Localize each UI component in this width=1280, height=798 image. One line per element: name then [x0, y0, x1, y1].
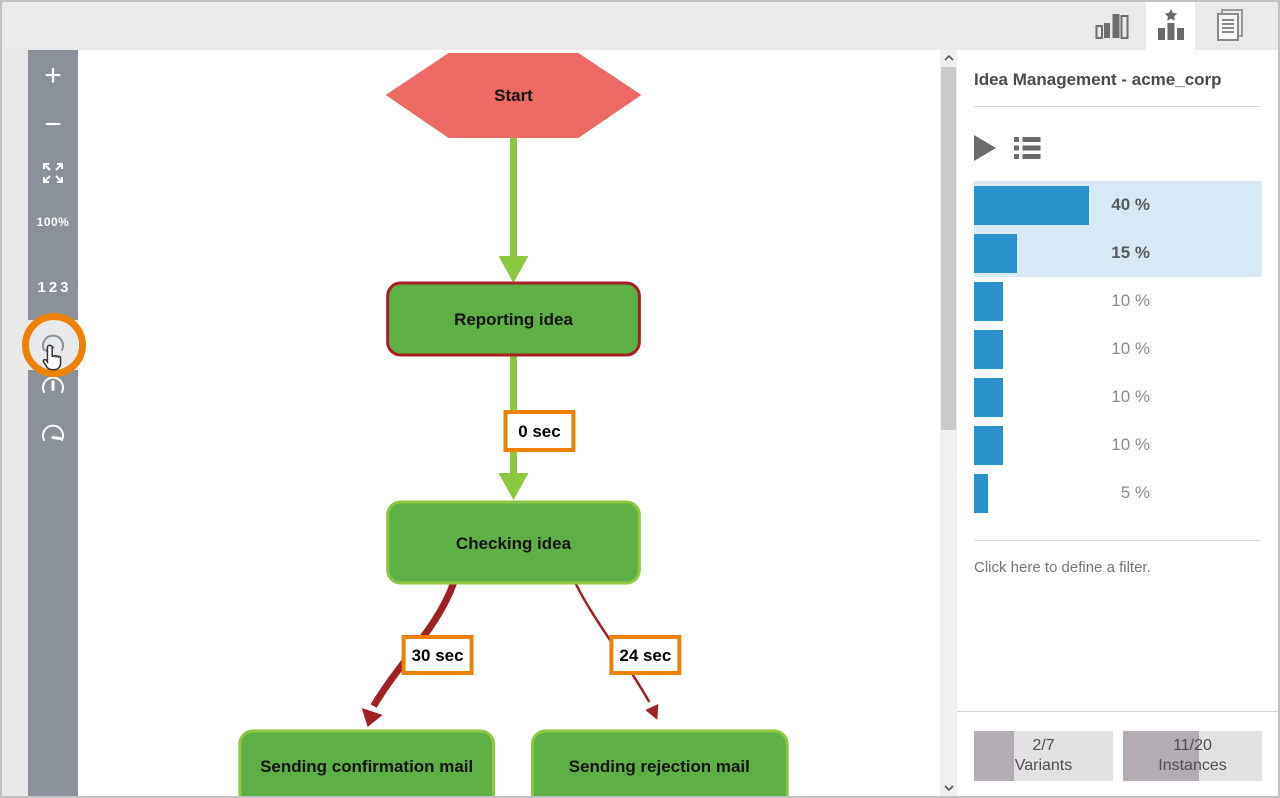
node-checking-idea[interactable]: Checking idea	[386, 500, 641, 585]
variant-row[interactable]: 10 %	[974, 421, 1262, 469]
svg-text:Start: Start	[494, 86, 533, 105]
list-icon	[1014, 136, 1041, 162]
duration-high-gauge-button[interactable]	[28, 418, 78, 452]
svg-text:Reporting idea: Reporting idea	[454, 310, 573, 329]
svg-text:Sending confirmation mail: Sending confirmation mail	[260, 757, 473, 776]
node-start[interactable]: Start	[385, 53, 642, 138]
variant-row[interactable]: 15 %	[974, 229, 1262, 277]
node-reporting-idea[interactable]: Reporting idea	[386, 281, 641, 357]
svg-text:0 sec: 0 sec	[518, 422, 560, 441]
duration-low-gauge-button[interactable]	[28, 320, 78, 370]
filter-divider	[974, 540, 1261, 541]
duration-label-24sec: 24 sec	[609, 635, 682, 675]
zoom-level: 100%	[36, 215, 70, 229]
process-canvas[interactable]: 0 sec 30 sec 24 sec Start Reportin	[78, 50, 940, 796]
title-divider	[974, 106, 1261, 107]
gauge-high-icon	[39, 424, 67, 447]
instances-stat-box[interactable]: 11/20 Instances	[1123, 731, 1262, 781]
svg-text:30 sec: 30 sec	[412, 646, 464, 665]
variant-percentage: 5 %	[1120, 483, 1150, 502]
tab-statistics[interactable]	[1087, 2, 1136, 50]
variants-panel: Idea Management - acme_corp	[957, 50, 1278, 796]
variants-star-chart-icon	[1154, 8, 1188, 44]
variant-percentage: 10 %	[1111, 291, 1150, 310]
duration-medium-gauge-button[interactable]	[28, 370, 78, 404]
svg-text:Checking idea: Checking idea	[456, 534, 572, 553]
panel-footer: 2/7 Variants 11/20 Instances	[957, 711, 1278, 796]
panel-title: Idea Management - acme_corp	[974, 70, 1222, 89]
statistics-bars-icon	[1094, 10, 1130, 43]
variant-controls	[957, 107, 1278, 167]
expand-arrows-icon	[41, 161, 65, 188]
node-sending-confirmation-mail[interactable]: Sending confirmation mail	[238, 729, 496, 796]
variant-percentage: 10 %	[1111, 339, 1150, 358]
play-icon	[974, 134, 996, 164]
variants-stat-text: 2/7 Variants	[1014, 737, 1073, 774]
fit-to-screen-button[interactable]	[28, 156, 78, 192]
variant-frequency-bar	[974, 329, 1003, 369]
canvas-vertical-scrollbar	[940, 50, 957, 796]
variant-frequency-bar	[974, 233, 1018, 273]
duration-label-30sec: 30 sec	[401, 635, 474, 675]
variant-percentage: 10 %	[1111, 387, 1150, 406]
variant-frequency-bar	[974, 281, 1003, 321]
node-sending-rejection-mail[interactable]: Sending rejection mail	[530, 729, 789, 796]
variant-frequency-bar	[974, 473, 989, 513]
variants-stat-fill	[974, 731, 1014, 781]
variant-percentage: 15 %	[1111, 243, 1150, 262]
gauge-low-icon	[39, 334, 67, 357]
variant-frequency-bar	[974, 377, 1003, 417]
report-pages-icon	[1213, 7, 1247, 46]
gauge-medium-icon	[39, 376, 67, 399]
variants-stat-box[interactable]: 2/7 Variants	[974, 731, 1113, 781]
top-bar	[2, 2, 1278, 50]
tab-reports[interactable]	[1205, 2, 1254, 50]
scroll-up-arrow[interactable]	[940, 50, 957, 66]
view-tabs	[1087, 2, 1254, 50]
variant-row[interactable]: 10 %	[974, 277, 1262, 325]
scrollbar-thumb[interactable]	[941, 67, 956, 430]
tab-variants[interactable]	[1146, 2, 1195, 50]
variant-list-button[interactable]	[1014, 136, 1041, 162]
variant-row[interactable]: 10 %	[974, 373, 1262, 421]
variant-list: 40 % 15 % 10 % 10 % 10 % 10 % 5 %	[957, 181, 1278, 517]
variant-row[interactable]: 40 %	[974, 181, 1262, 229]
process-diagram: 0 sec 30 sec 24 sec Start Reportin	[238, 53, 789, 796]
canvas-toolbar: + − 100% 123	[28, 50, 78, 796]
variant-row[interactable]: 10 %	[974, 325, 1262, 373]
scroll-down-arrow[interactable]	[940, 780, 957, 796]
show-numbers-button[interactable]: 123	[28, 276, 78, 298]
duration-label-0sec: 0 sec	[503, 410, 576, 452]
svg-text:24 sec: 24 sec	[619, 646, 671, 665]
left-gutter	[2, 50, 28, 796]
filter-prompt[interactable]: Click here to define a filter.	[974, 559, 1151, 576]
instances-stat-fill	[1123, 731, 1200, 781]
edge-start-to-reporting	[498, 138, 529, 283]
variant-percentage: 40 %	[1111, 195, 1150, 214]
zoom-out-button[interactable]: −	[28, 107, 78, 143]
zoom-in-button[interactable]: +	[28, 58, 78, 94]
variant-percentage: 10 %	[1111, 435, 1150, 454]
variant-frequency-bar	[974, 425, 1003, 465]
variant-row[interactable]: 5 %	[974, 469, 1262, 517]
edge-checking-to-rejection	[574, 582, 659, 720]
svg-text:Sending rejection mail: Sending rejection mail	[569, 757, 750, 776]
instances-stat-text: 11/20 Instances	[1158, 737, 1227, 774]
play-animation-button[interactable]	[974, 134, 996, 164]
variant-frequency-bar	[974, 185, 1089, 225]
